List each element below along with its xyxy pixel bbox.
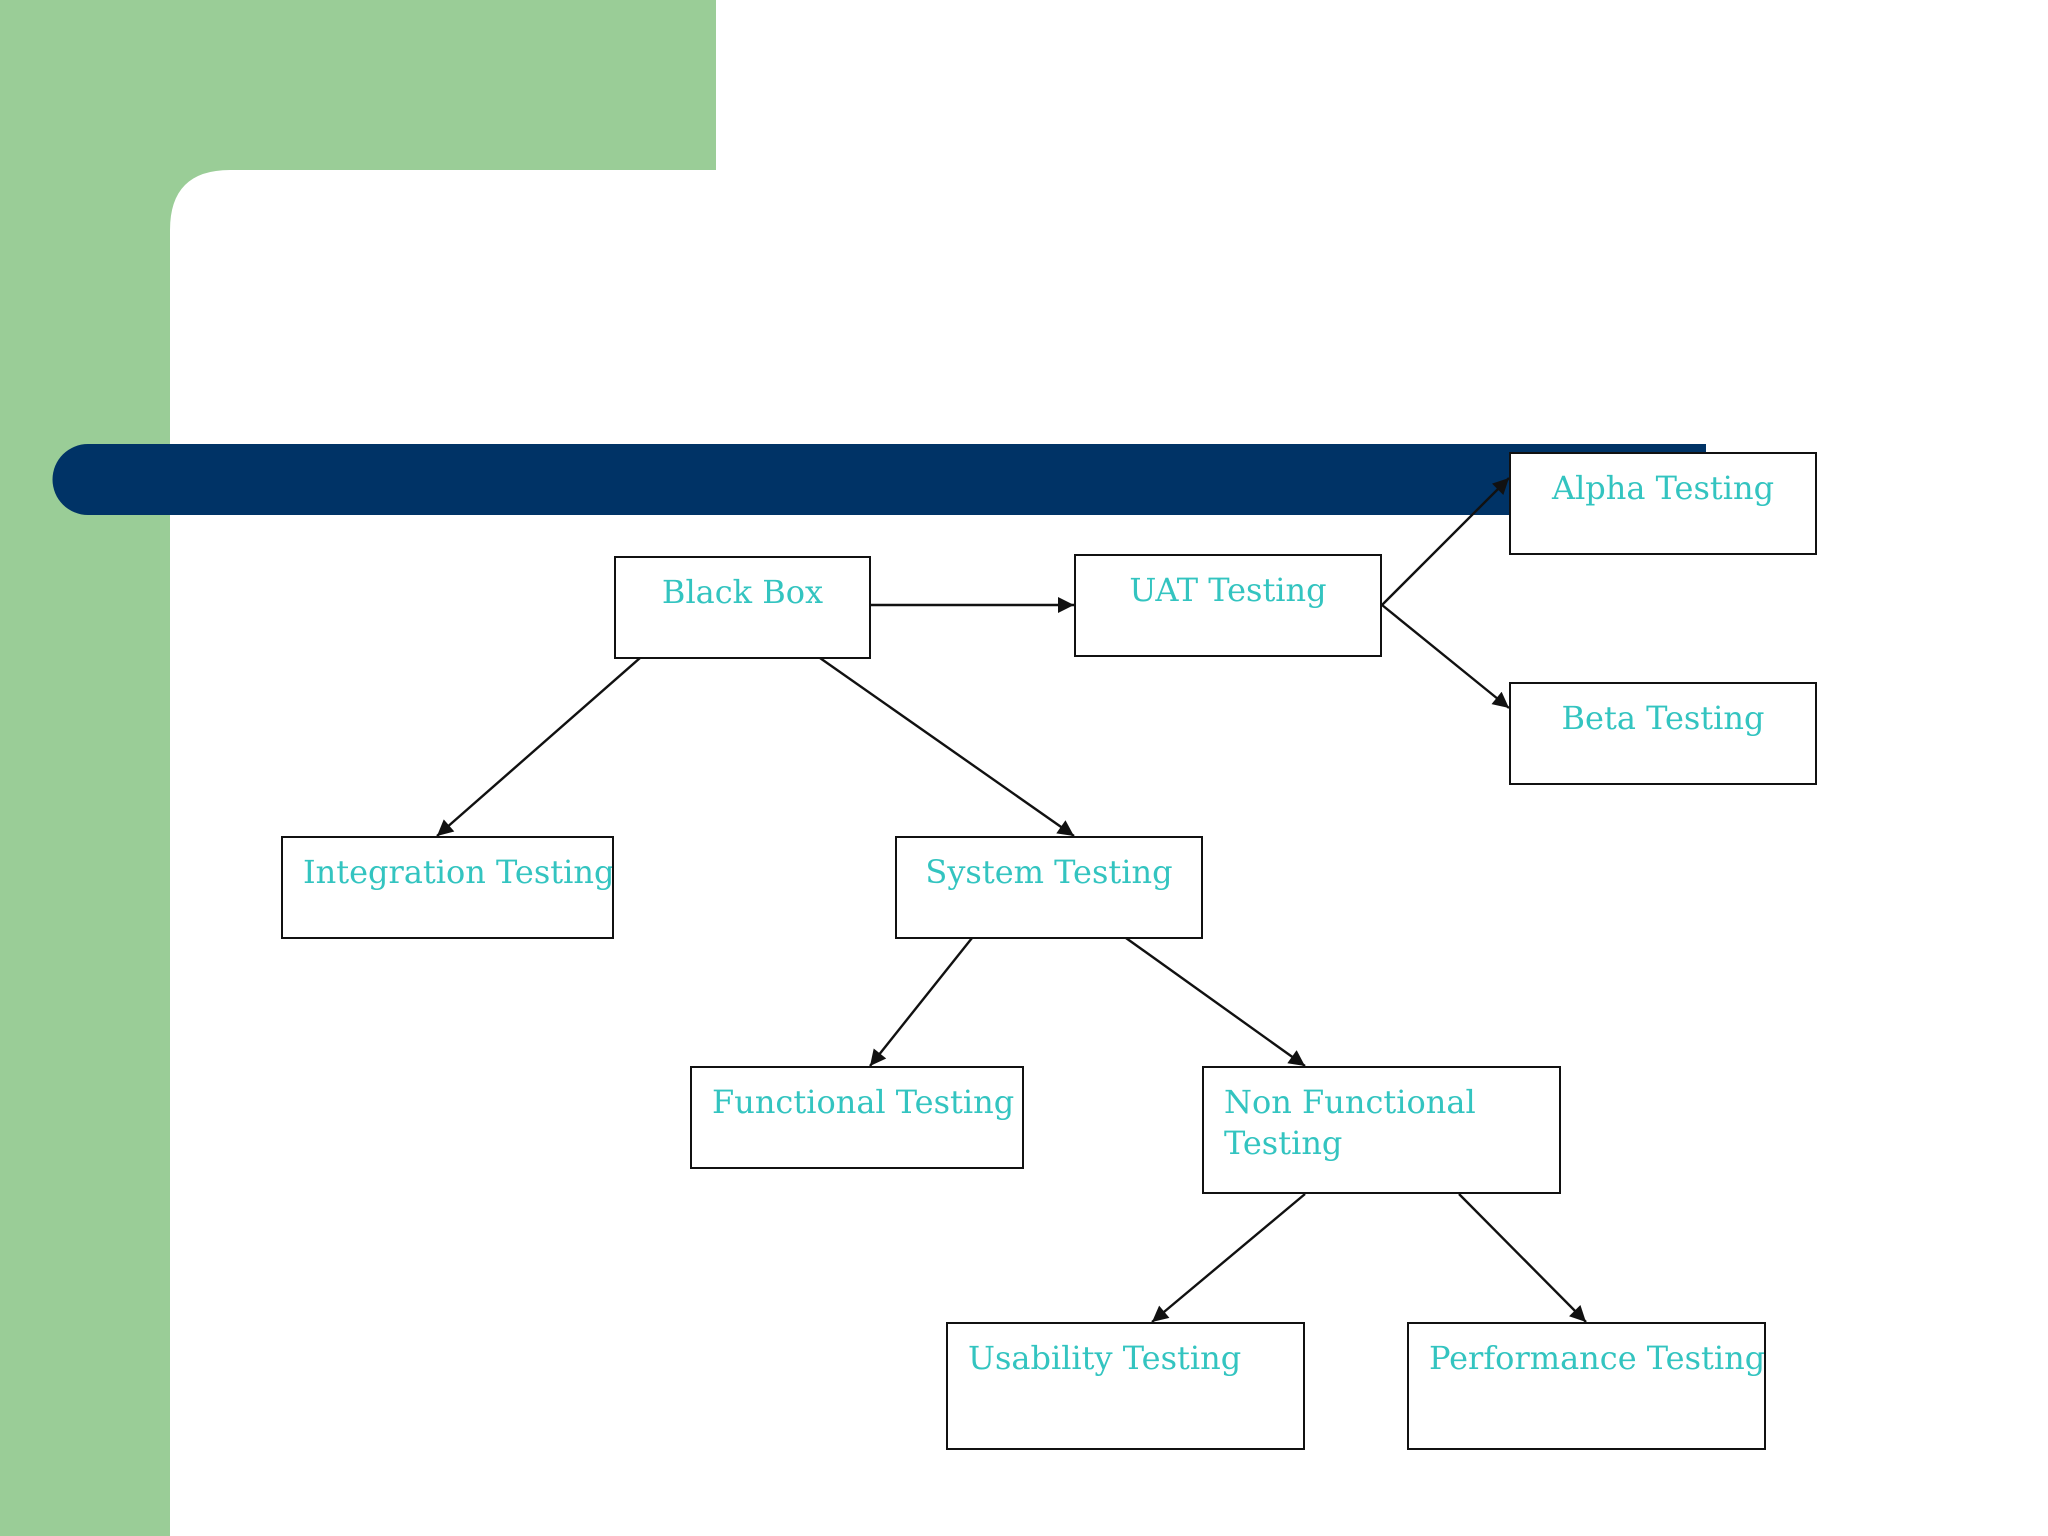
node-label: Usability Testing bbox=[968, 1339, 1242, 1377]
node-usability-testing: Usability Testing bbox=[946, 1322, 1305, 1450]
edge-non-functional-testing-to-usability-testing bbox=[1151, 1193, 1306, 1323]
edges-layer bbox=[436, 477, 1587, 1323]
node-label: Integration Testing bbox=[303, 853, 614, 891]
edge-system-testing-to-non-functional-testing bbox=[1125, 937, 1306, 1067]
node-label: Beta Testing bbox=[1561, 699, 1765, 737]
title-bar bbox=[52, 444, 1706, 515]
node-performance-testing: Performance Testing bbox=[1407, 1322, 1766, 1450]
green-sidebar-shape bbox=[0, 0, 716, 1536]
node-uat-testing: UAT Testing bbox=[1074, 554, 1382, 657]
edge-black-box-to-system-testing bbox=[819, 657, 1075, 837]
node-label: Black Box bbox=[661, 573, 824, 611]
node-non-functional-testing: Non Functional Testing bbox=[1202, 1066, 1561, 1194]
node-beta-testing: Beta Testing bbox=[1509, 682, 1817, 785]
edge-uat-testing-to-alpha-testing bbox=[1381, 477, 1510, 606]
edge-black-box-to-integration-testing bbox=[436, 657, 641, 837]
node-label: Performance Testing bbox=[1429, 1339, 1766, 1377]
node-label: System Testing bbox=[925, 853, 1173, 891]
node-black-box: Black Box bbox=[614, 556, 871, 659]
node-system-testing: System Testing bbox=[895, 836, 1203, 939]
node-label: UAT Testing bbox=[1129, 571, 1327, 609]
edge-system-testing-to-functional-testing bbox=[869, 937, 973, 1067]
node-label: Functional Testing bbox=[712, 1083, 1015, 1121]
node-alpha-testing: Alpha Testing bbox=[1509, 452, 1817, 555]
edge-uat-testing-to-beta-testing bbox=[1381, 604, 1510, 709]
node-functional-testing: Functional Testing bbox=[690, 1066, 1024, 1169]
edge-non-functional-testing-to-performance-testing bbox=[1458, 1193, 1587, 1323]
node-label: Alpha Testing bbox=[1551, 469, 1775, 507]
node-label: Non Functional Testing bbox=[1224, 1083, 1476, 1162]
node-integration-testing: Integration Testing bbox=[281, 836, 614, 939]
